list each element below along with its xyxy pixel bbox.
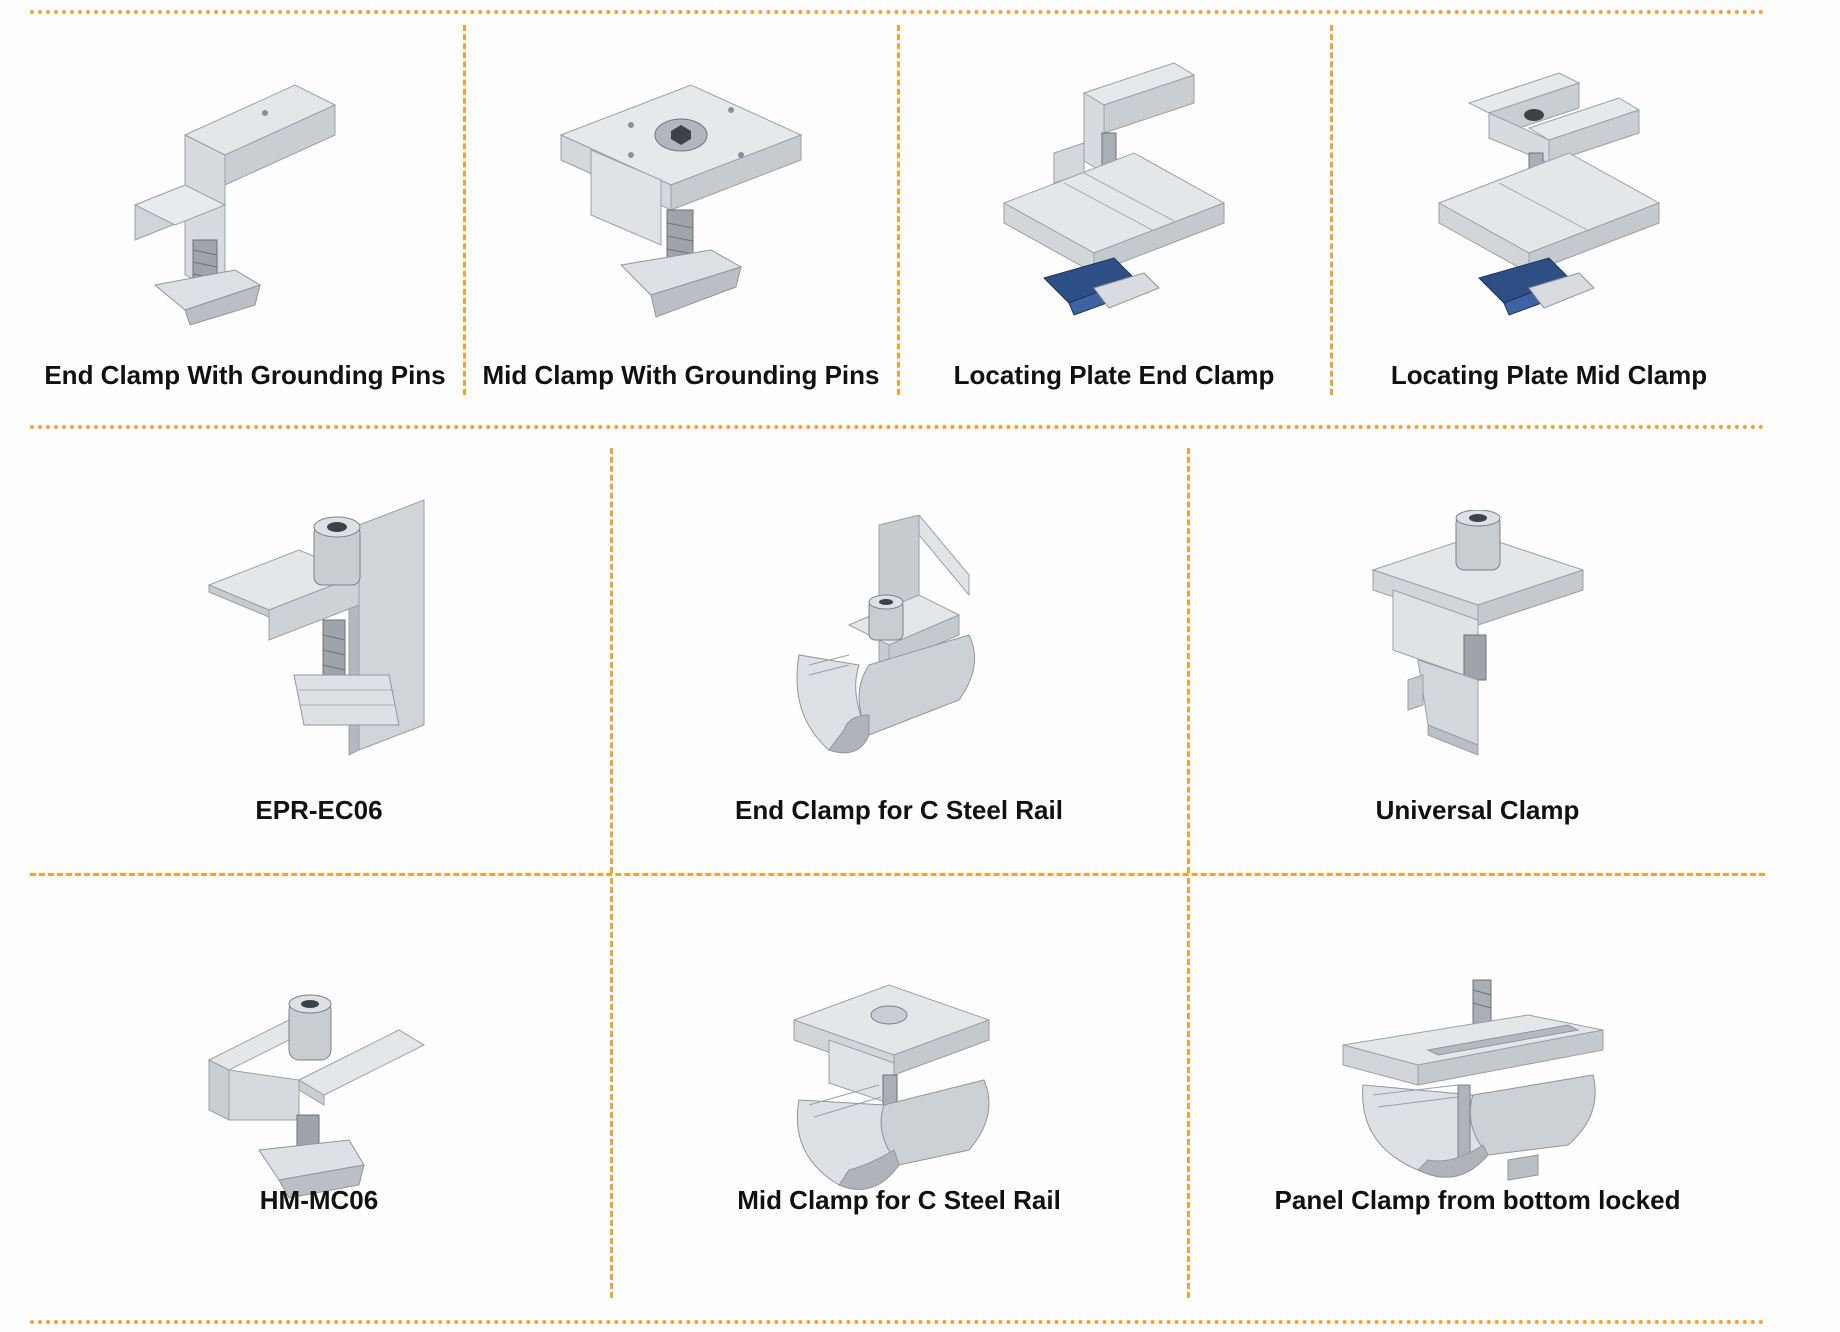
divider-row2-bottom <box>30 873 1765 876</box>
end-clamp-c-steel-rail-image <box>613 510 1185 770</box>
product-label: EPR-EC06 <box>255 795 383 825</box>
divider-row2-col1 <box>610 448 613 873</box>
product-card: Locating Plate End Clamp <box>900 30 1328 410</box>
hm-mc06-image <box>30 960 608 1210</box>
mid-clamp-grounding-pins-image <box>466 50 896 330</box>
product-label: Universal Clamp <box>1375 795 1580 825</box>
divider-row3-col1 <box>610 878 613 1298</box>
universal-clamp-image <box>1190 500 1765 770</box>
end-clamp-grounding-pins-image <box>30 50 460 330</box>
product-label: Mid Clamp for C Steel Rail <box>737 1185 1061 1215</box>
product-label: HM-MC06 <box>259 1185 379 1215</box>
mid-clamp-c-steel-rail-image <box>613 970 1185 1210</box>
product-label: Locating Plate End Clamp <box>953 360 1275 390</box>
product-card: Panel Clamp from bottom locked <box>1190 880 1765 1300</box>
product-card: End Clamp for C Steel Rail <box>613 450 1185 860</box>
locating-plate-end-clamp-image <box>900 45 1328 330</box>
product-card: Locating Plate Mid Clamp <box>1333 30 1765 410</box>
divider-bottom <box>30 1320 1765 1324</box>
product-card: EPR-EC06 <box>30 450 608 860</box>
divider-top <box>30 10 1765 14</box>
divider-row1-bottom <box>30 425 1765 429</box>
divider-row3-col2 <box>1187 878 1190 1298</box>
epr-ec06-image <box>30 490 608 770</box>
product-card: End Clamp With Grounding Pins <box>30 30 460 410</box>
divider-row1-col3 <box>1330 25 1333 395</box>
product-label: Panel Clamp from bottom locked <box>1274 1185 1681 1215</box>
product-card: Mid Clamp With Grounding Pins <box>466 30 896 410</box>
product-label: End Clamp for C Steel Rail <box>735 795 1063 825</box>
divider-row1-col2 <box>897 25 900 395</box>
locating-plate-mid-clamp-image <box>1333 45 1765 330</box>
product-label: Mid Clamp With Grounding Pins <box>482 360 880 390</box>
product-card: HM-MC06 <box>30 880 608 1300</box>
product-label: End Clamp With Grounding Pins <box>44 360 446 390</box>
product-card: Universal Clamp <box>1190 450 1765 860</box>
panel-clamp-bottom-locked-image <box>1190 970 1765 1210</box>
product-label: Locating Plate Mid Clamp <box>1390 360 1708 390</box>
product-card: Mid Clamp for C Steel Rail <box>613 880 1185 1300</box>
divider-row1-col1 <box>463 25 466 395</box>
divider-row2-col2 <box>1187 448 1190 873</box>
